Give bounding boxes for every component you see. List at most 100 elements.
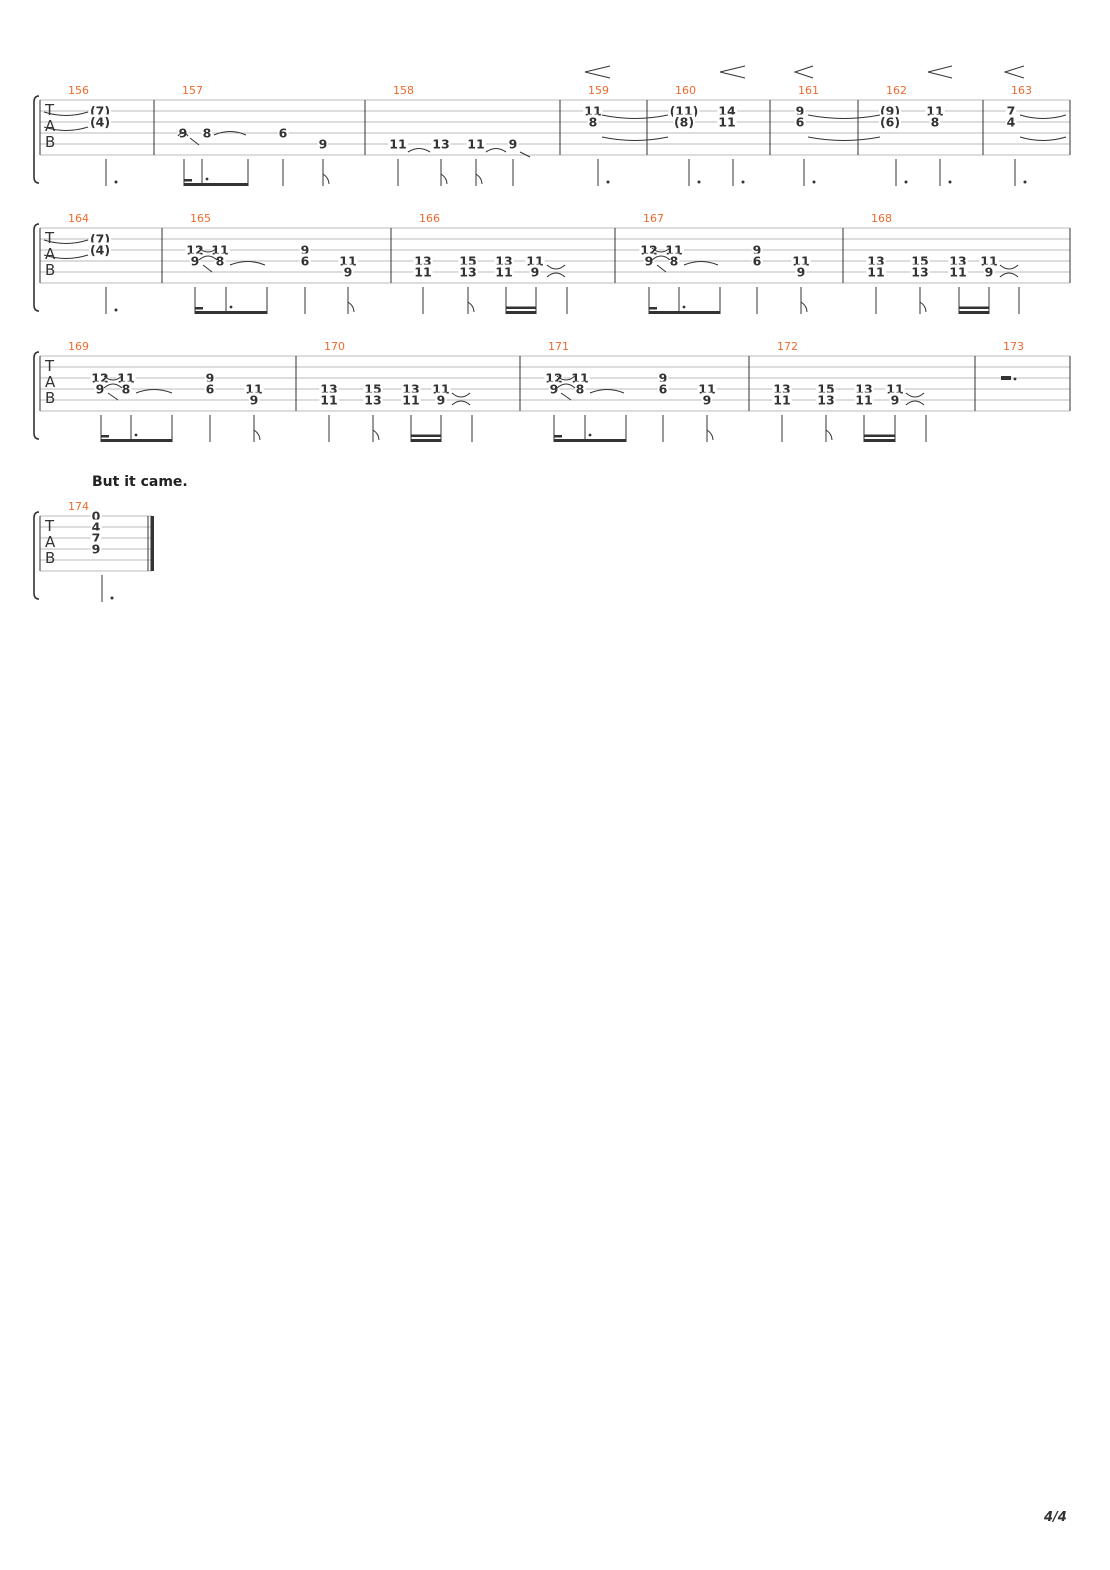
fret-backdrop <box>701 392 713 408</box>
fret-number: 11 <box>402 393 419 408</box>
rhythm-dot <box>110 596 114 600</box>
fret-number: 9 <box>891 393 900 408</box>
fret-number: 6 <box>301 254 310 269</box>
fret-number: 11 <box>718 115 735 130</box>
measure-number: 167 <box>643 212 664 225</box>
system-bracket <box>33 223 40 312</box>
fret-backdrop <box>672 114 696 130</box>
beam <box>554 439 626 442</box>
fret-number: 11 <box>389 137 406 152</box>
fret-backdrop <box>201 125 213 141</box>
fret-number: (8) <box>674 115 694 130</box>
system-bracket <box>33 95 40 184</box>
sixteenth-beam <box>959 306 989 309</box>
half-rest <box>1001 376 1011 380</box>
fret-number: (4) <box>90 243 110 258</box>
tab-clef-letter: A <box>45 117 56 135</box>
fret-number: 9 <box>985 265 994 280</box>
measure-number: 162 <box>886 84 907 97</box>
fret-backdrop <box>94 381 106 397</box>
fret-backdrop <box>751 253 763 269</box>
fret-backdrop <box>889 392 901 408</box>
fret-number: 11 <box>867 265 884 280</box>
sixteenth-beam-stub <box>184 179 192 182</box>
fret-backdrop <box>668 253 680 269</box>
tab-clef-letter: B <box>45 261 55 279</box>
fret-number: 9 <box>703 393 712 408</box>
beam <box>411 439 441 442</box>
crescendo-hairpin <box>584 65 611 79</box>
tie-arc <box>601 136 669 142</box>
slide-mark <box>656 264 667 273</box>
tie-arc <box>43 254 89 260</box>
beam <box>101 439 172 442</box>
fret-backdrop <box>529 264 541 280</box>
page-number: 4/4 <box>1044 1510 1067 1525</box>
fret-number: 4 <box>92 520 101 535</box>
fret-number: 9 <box>531 265 540 280</box>
rhythm-dot <box>682 305 686 309</box>
fret-backdrop <box>363 392 383 408</box>
fret-number: 9 <box>509 137 518 152</box>
fret-number: 9 <box>550 382 559 397</box>
tie-arc <box>43 126 89 132</box>
eighth-flag <box>825 429 833 441</box>
eighth-flag <box>347 301 355 313</box>
tab-clef-letter: A <box>45 245 56 263</box>
eighth-flag <box>253 429 261 441</box>
fret-number: 9 <box>753 243 762 258</box>
measure-number: 159 <box>588 84 609 97</box>
eighth-flag <box>919 301 927 313</box>
measure-number: 156 <box>68 84 89 97</box>
fret-number: 13 <box>911 265 928 280</box>
fret-backdrop <box>120 381 132 397</box>
fret-number: 9 <box>344 265 353 280</box>
fret-number: 9 <box>250 393 259 408</box>
measure-number: 161 <box>798 84 819 97</box>
fret-number: 8 <box>216 254 225 269</box>
tab-clef-letter: A <box>45 533 56 551</box>
slide-mark <box>202 264 213 273</box>
fret-backdrop <box>90 508 102 524</box>
tie-arc <box>135 388 173 394</box>
fret-backdrop <box>854 392 874 408</box>
fret-number: 11 <box>467 137 484 152</box>
slide-mark <box>560 392 572 401</box>
measure-number: 166 <box>419 212 440 225</box>
fret-number: 9 <box>659 371 668 386</box>
release-mark <box>198 247 218 261</box>
fret-number: 7 <box>92 531 101 546</box>
fret-number: 8 <box>589 115 598 130</box>
tie-arc <box>43 239 89 245</box>
fret-number: 9 <box>301 243 310 258</box>
beam <box>195 311 267 314</box>
tie-arc <box>683 260 719 266</box>
rhythm-dot <box>904 180 908 184</box>
eighth-flag <box>322 173 330 185</box>
rhythm-dot <box>1023 180 1027 184</box>
fret-backdrop <box>431 136 451 152</box>
fret-number: 11 <box>495 265 512 280</box>
measure-number: 163 <box>1011 84 1032 97</box>
rhythm-dot <box>114 180 118 184</box>
crescendo-hairpin <box>719 65 746 79</box>
beam <box>506 311 536 314</box>
fret-number: 9 <box>797 265 806 280</box>
fret-backdrop <box>643 253 655 269</box>
tie-arc <box>485 147 507 153</box>
slide-mark <box>107 392 119 401</box>
sixteenth-beam <box>506 306 536 309</box>
fret-backdrop <box>772 392 792 408</box>
tab-clef-letter: B <box>45 549 55 567</box>
fret-number: 9 <box>191 254 200 269</box>
measure-162: 162(9)(6)118 <box>878 84 952 186</box>
fret-number: 8 <box>122 382 131 397</box>
